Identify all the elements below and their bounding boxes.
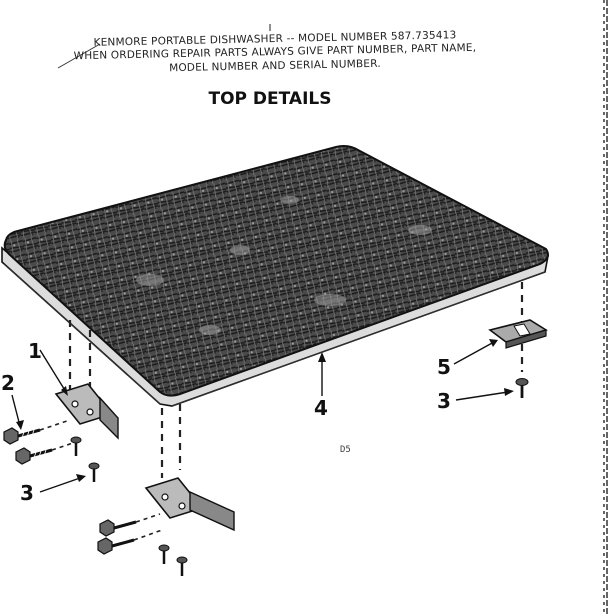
leader-part-4 bbox=[318, 352, 326, 396]
page-code: D5 bbox=[340, 445, 351, 455]
leader-part-3-left bbox=[39, 474, 86, 493]
screw-dashed-path-lower bbox=[133, 513, 163, 541]
callout-part-3-left: 3 bbox=[20, 481, 34, 505]
screw-large-lower-2 bbox=[97, 537, 135, 555]
screw-small-3 bbox=[158, 544, 170, 564]
assembly-dashed-lines bbox=[68, 282, 524, 478]
hinge-bracket-upper bbox=[54, 383, 119, 440]
scan-edge-marks bbox=[603, 0, 608, 616]
screw-small-2 bbox=[88, 462, 100, 482]
screw-small-4 bbox=[176, 556, 188, 576]
screw-small-1 bbox=[70, 436, 82, 456]
hinge-bracket-lower bbox=[144, 477, 235, 532]
screw-large-lower-1 bbox=[99, 519, 137, 537]
dishwasher-top-part-4 bbox=[1, 145, 550, 407]
callout-part-4: 4 bbox=[314, 396, 328, 420]
screw-large-upper-1 bbox=[3, 427, 41, 445]
screw-large-upper-2 bbox=[15, 447, 53, 465]
callout-part-3-right: 3 bbox=[437, 389, 451, 413]
leader-part-5 bbox=[453, 339, 498, 365]
leader-part-1 bbox=[39, 349, 68, 396]
latch-clip-part-5 bbox=[488, 319, 548, 349]
callout-part-2: 2 bbox=[1, 371, 15, 395]
screw-small-right bbox=[515, 378, 529, 398]
leader-part-2 bbox=[11, 394, 24, 430]
leader-part-3-right bbox=[455, 388, 514, 401]
callout-part-1: 1 bbox=[28, 339, 42, 363]
diagram-title: TOP DETAILS bbox=[208, 89, 332, 109]
callout-part-5: 5 bbox=[437, 355, 451, 379]
